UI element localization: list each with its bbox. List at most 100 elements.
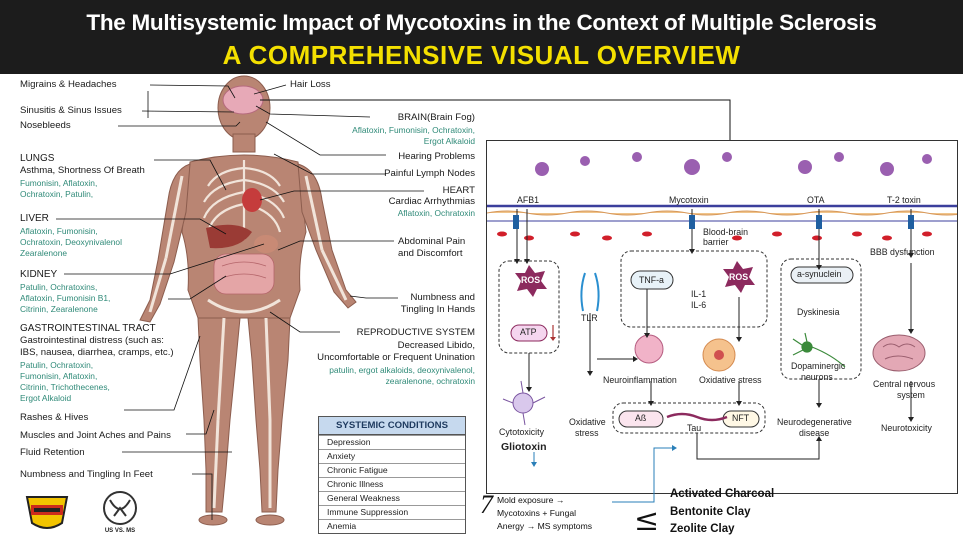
table-row: Chronic Fatigue [319, 463, 465, 477]
right-leader-lines [253, 84, 424, 333]
label-cns-1: Central nervous [873, 379, 936, 389]
label-gi-desc-1: Gastrointestinal distress (such as: [20, 335, 164, 346]
label-kidney-heading: KIDNEY [20, 269, 58, 280]
label-brain-toxins-2: Ergot Alkaloid [423, 136, 475, 146]
label-t2-toxin: T-2 toxin [887, 195, 921, 205]
note-line-1: Mold exposure → [497, 495, 565, 505]
tnf-pill [630, 270, 674, 290]
label-kidney-toxins-1: Patulin, Ochratoxins, [20, 282, 98, 292]
label-dyskinesia: Dyskinesia [797, 307, 840, 317]
logo-badge [25, 496, 69, 529]
tau-outer-box [612, 402, 766, 434]
label-atp: ATP [520, 327, 537, 337]
label-repro-toxins-2: zearalenone, ochratoxin [385, 376, 475, 386]
tlr-receptor [580, 272, 600, 312]
label-nft: NFT [732, 413, 750, 423]
label-lungs-toxins-2: Ochratoxin, Patulin, [20, 189, 94, 199]
label-gliotoxin: Gliotoxin [501, 441, 547, 453]
label-gi-desc-2: IBS, nausea, diarrhea, cramps, etc.) [20, 347, 174, 358]
label-gi-heading: GASTROINTESTINAL TRACT [20, 323, 156, 334]
label-tau: Tau [687, 423, 702, 433]
label-heart-heading: HEART [442, 185, 475, 196]
label-hair-loss: Hair Loss [290, 79, 331, 90]
label-bbb-dysfunction: BBB dysfunction [870, 247, 935, 257]
note-line-3: Anergy → MS symptoms [497, 521, 593, 531]
human-body-illustration [56, 75, 424, 526]
label-liver-heading: LIVER [20, 213, 49, 224]
label-kidney-toxins-3: Citrinin, Zearalenone [20, 304, 98, 314]
skeleton-bones [148, 175, 348, 509]
label-lungs-toxins-1: Fumonisin, Aflatoxin, [20, 178, 98, 188]
mycotoxin-spores [535, 152, 932, 176]
label-muscles: Muscles and Joint Aches and Pains [20, 430, 171, 441]
label-heart-desc: Cardiac Arrhythmias [388, 196, 475, 207]
remedy-item: Bentonite Clay [670, 506, 751, 518]
page-subtitle: A COMPREHENSIVE VISUAL OVERVIEW [222, 40, 741, 70]
label-liver-toxins-2: Ochratoxin, Deoxynivalenol [20, 237, 122, 247]
label-cytotoxicity: Cytotoxicity [499, 427, 544, 437]
note-number: 7 [480, 490, 493, 519]
label-liver-toxins-3: Zearalenone [20, 248, 68, 258]
systemic-conditions-header: SYSTEMIC CONDITIONS [319, 417, 465, 435]
label-brain-toxins-1: Aflatoxin, Fumonisin, Ochratoxin, [352, 125, 475, 135]
table-row: Immune Suppression [319, 505, 465, 519]
table-row: Anxiety [319, 449, 465, 463]
table-row: Depression [319, 435, 465, 449]
label-ota: OTA [807, 195, 825, 205]
label-il1: IL-1 [691, 289, 707, 299]
brain-organ [222, 85, 264, 115]
label-abdominal-2: and Discomfort [398, 248, 463, 259]
label-neurodegenerative-2: disease [799, 428, 830, 438]
label-fluid: Fluid Retention [20, 447, 85, 458]
label-lungs-heading: LUNGS [20, 153, 55, 164]
label-gi-toxins-1: Patulin, Ochratoxin, [20, 360, 94, 370]
label-lymph: Painful Lymph Nodes [384, 168, 475, 179]
ros-burst-2 [723, 261, 755, 293]
dopaminergic-neuron [792, 332, 846, 368]
atp-pill [510, 324, 548, 342]
label-tlr: TLR [581, 313, 598, 323]
leq-symbol: ≤ [634, 503, 660, 538]
label-abdominal-1: Abdominal Pain [398, 236, 466, 247]
label-ros-1: ROS [521, 275, 541, 285]
label-afb1: AFB1 [517, 195, 540, 205]
arrow-heads [514, 249, 914, 441]
label-gi-toxins-3: Citrinin, Trichothecenes, [20, 382, 110, 392]
label-numb-hands-2: Tingling In Hands [400, 304, 475, 315]
liver-organ [206, 224, 252, 249]
label-gi-toxins-4: Ergot Alkaloid [20, 393, 72, 403]
brain-panel-connector [260, 99, 731, 140]
label-bbb-2: barrier [703, 237, 729, 247]
table-row: General Weakness [319, 491, 465, 505]
systemic-conditions-table: SYSTEMIC CONDITIONS Depression Anxiety C… [318, 416, 466, 534]
label-repro-heading: REPRODUCTIVE SYSTEM [356, 327, 475, 338]
label-tnf: TNF-a [639, 275, 664, 285]
label-mycotoxin: Mycotoxin [669, 195, 709, 205]
label-repro-desc-2: Uncomfortable or Frequent Unination [317, 352, 475, 363]
label-neurotoxicity: Neurotoxicity [881, 423, 932, 433]
label-gi-toxins-2: Fumonisin, Aflatoxin, [20, 371, 98, 381]
label-dopaminergic-1: Dopaminergic [791, 361, 846, 371]
label-oxidative-stress-2a: Oxidative [569, 417, 606, 427]
label-abeta: Aß [635, 413, 647, 423]
label-liver-toxins-1: Aflatoxin, Fumonisin, [20, 226, 98, 236]
label-bbb-1: Blood-brain [703, 227, 748, 237]
label-dopaminergic-2: neurons [801, 372, 833, 382]
note-line-2: Mycotoxins + Fungal [497, 508, 577, 518]
label-oxidative-stress-2b: stress [575, 428, 599, 438]
tau-strand [666, 412, 728, 422]
label-neuroinflammation: Neuroinflammation [603, 375, 677, 385]
label-sinusitis: Sinusitis & Sinus Issues [20, 105, 122, 116]
brain-icon [872, 334, 926, 372]
label-il6: IL-6 [691, 300, 707, 310]
heart-organ [242, 188, 262, 212]
remedy-item: Zeolite Clay [670, 523, 735, 535]
label-neurodegenerative-1: Neurodegenerative [777, 417, 852, 427]
logo-us-vs-ms-text: US VS. MS [105, 528, 135, 534]
label-migraines: Migrains & Headaches [20, 79, 117, 90]
label-hearing: Hearing Problems [398, 151, 475, 162]
ros-burst-1 [515, 265, 547, 297]
microglia-cell [634, 334, 664, 364]
label-ros-2: ROS [729, 272, 749, 282]
cell-membrane [487, 204, 957, 222]
